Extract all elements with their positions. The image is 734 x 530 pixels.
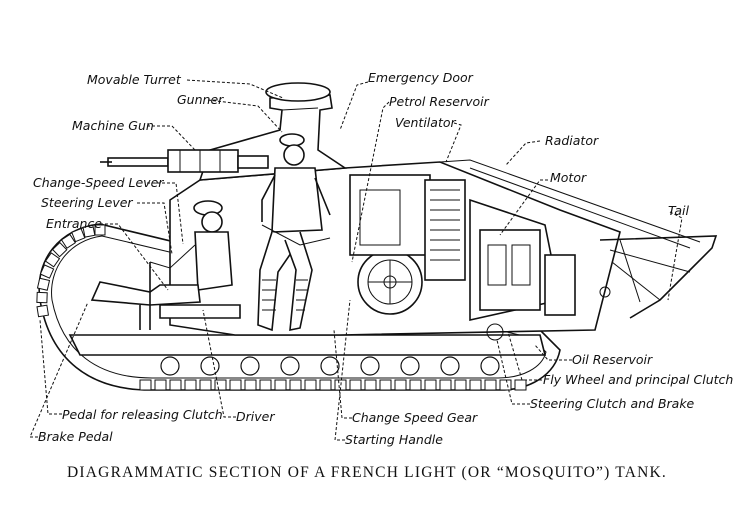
diagram-caption: DIAGRAMMATIC SECTION OF A FRENCH LIGHT (… — [67, 464, 667, 481]
track-link — [274, 379, 287, 391]
track-link — [259, 379, 272, 391]
track-link — [199, 379, 212, 391]
track-link — [71, 227, 86, 243]
track-link — [469, 379, 482, 391]
gunner-figure — [257, 133, 331, 332]
track-link — [364, 379, 377, 391]
machinery — [349, 174, 611, 341]
label-gunner: Gunner — [177, 92, 224, 107]
track-link — [454, 379, 467, 391]
track-link — [139, 379, 152, 391]
track-link — [244, 379, 257, 391]
label-petrol-reservoir: Petrol Reservoir — [389, 94, 490, 109]
track-link — [214, 379, 227, 391]
track-link — [484, 379, 497, 391]
label-entrance: Entrance — [46, 216, 102, 231]
label-starting-handle: Starting Handle — [345, 432, 443, 447]
label-emergency-door: Emergency Door — [368, 70, 474, 85]
machine-gun-drawing — [100, 149, 269, 173]
track-link — [39, 264, 55, 279]
track-link — [51, 241, 68, 258]
labels: Movable Turret Gunner Machine Gun Change… — [33, 70, 733, 447]
track-links — [36, 224, 527, 391]
track-link — [379, 379, 392, 391]
road-wheel — [240, 356, 260, 376]
road-wheel — [200, 356, 220, 376]
track-link — [60, 233, 77, 249]
road-wheel — [440, 356, 460, 376]
label-machine-gun: Machine Gun — [72, 118, 154, 133]
track-link — [424, 379, 437, 391]
track-link — [82, 224, 96, 238]
label-ventilator: Ventilator — [395, 115, 456, 130]
label-pedal-releasing-clutch: Pedal for releasing Clutch — [62, 407, 223, 422]
label-oil-reservoir: Oil Reservoir — [572, 352, 653, 367]
road-wheel — [320, 356, 340, 376]
track-link — [349, 379, 362, 391]
track-link — [94, 224, 106, 236]
label-radiator: Radiator — [545, 133, 599, 148]
track-link — [289, 379, 302, 391]
track-link — [514, 379, 527, 391]
label-driver: Driver — [236, 409, 275, 424]
track-link — [304, 379, 317, 391]
road-wheel — [160, 356, 180, 376]
label-movable-turret: Movable Turret — [87, 72, 182, 87]
label-steering-clutch: Steering Clutch and Brake — [530, 396, 695, 411]
track-link — [229, 379, 242, 391]
track-link — [499, 379, 512, 391]
label-steering-lever: Steering Lever — [41, 195, 133, 210]
track-link — [44, 252, 61, 268]
road-wheels — [160, 356, 500, 376]
driver-figure — [90, 200, 241, 330]
track-link — [169, 379, 182, 391]
track-link — [409, 379, 422, 391]
track-link — [36, 277, 51, 291]
road-wheel — [480, 356, 500, 376]
label-motor: Motor — [550, 170, 587, 185]
track-link — [36, 304, 50, 318]
label-fly-wheel: Fly Wheel and principal Clutch — [543, 372, 733, 387]
leader-lines — [29, 79, 683, 441]
label-change-speed-lever: Change-Speed Lever — [33, 175, 164, 190]
track-link — [439, 379, 452, 391]
track-link — [319, 379, 332, 391]
label-tail: Tail — [668, 203, 689, 218]
road-wheel — [360, 356, 380, 376]
road-wheel — [280, 356, 300, 376]
track-link — [184, 379, 197, 391]
track-link — [154, 379, 167, 391]
label-brake-pedal: Brake Pedal — [38, 429, 113, 444]
track-link — [36, 291, 48, 304]
track-link — [394, 379, 407, 391]
label-change-speed-gear: Change Speed Gear — [352, 410, 478, 425]
road-wheel — [400, 356, 420, 376]
